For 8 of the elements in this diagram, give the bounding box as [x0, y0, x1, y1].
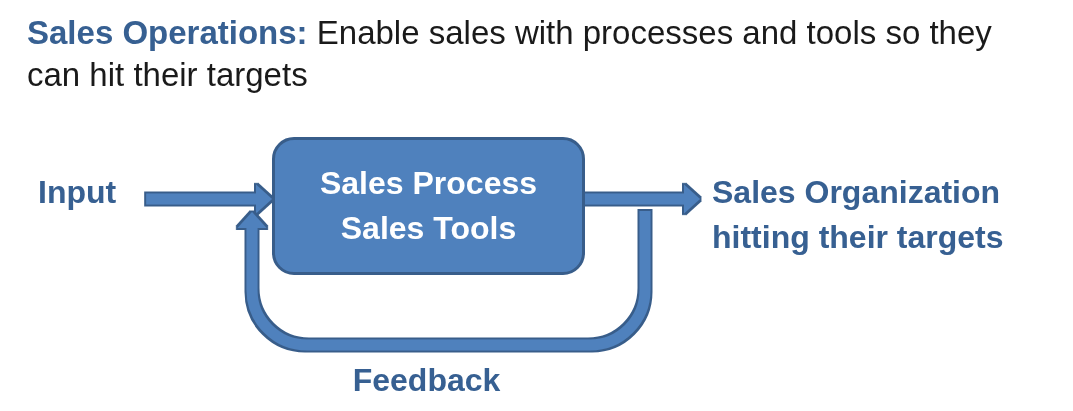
heading-text: Sales Operations: Enable sales with processes and tools so they can hit their targets [27, 13, 993, 95]
output-label: Sales Organization hitting their targets [712, 170, 1012, 260]
process-label: Sales Tools [340, 209, 517, 248]
process-box [272, 137, 585, 275]
process-label: Sales Process [319, 164, 537, 203]
block-arrow [237, 211, 651, 351]
input-label: Input [38, 170, 117, 215]
block-arrow [146, 184, 272, 214]
